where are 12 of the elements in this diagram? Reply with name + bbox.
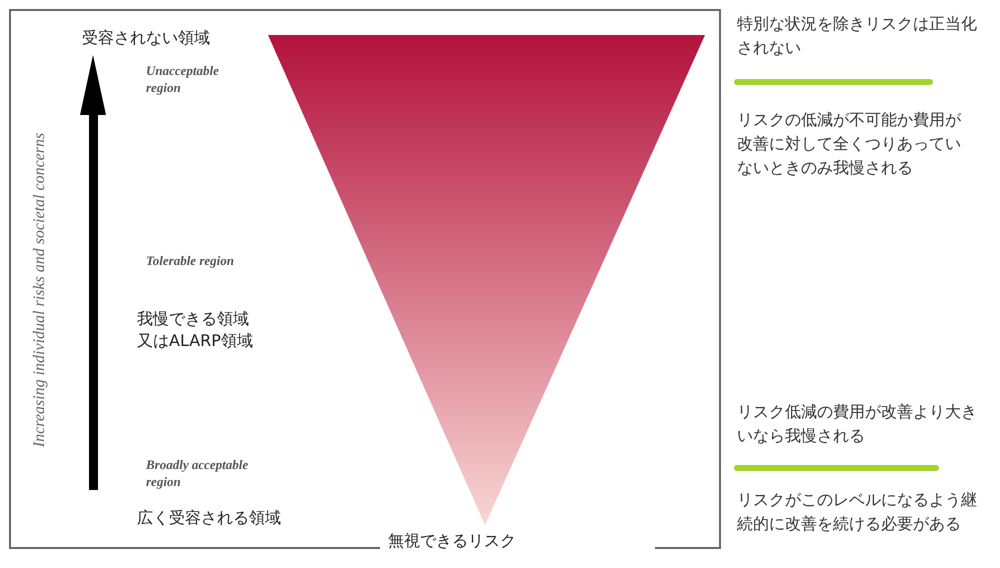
region-label: Unacceptable region [146, 62, 220, 96]
note-text: 特別な状況を除きリスクは正当化されない [737, 13, 978, 59]
note-text: リスクがこのレベルになるよう継続的に改善を続ける必要がある [737, 489, 978, 535]
region-label: 広く受容される領域 [137, 507, 281, 529]
region-label: Tolerable region [146, 252, 235, 269]
note-text: リスク低減の費用が改善より大きいなら我慢される [737, 401, 978, 447]
region-label: Broadly acceptable region [146, 456, 250, 490]
axis-label: Increasing individual risks and societal concerns [31, 132, 50, 448]
note-text: リスクの低減が不可能か費用が改善に対して全くつりあっていないときのみ我慢される [737, 109, 962, 179]
region-label: 我慢できる領域又はALARP領域 [137, 308, 254, 352]
region-label: 受容されない領域 [82, 27, 210, 49]
baseline-label: 無視できるリスク [388, 530, 516, 552]
